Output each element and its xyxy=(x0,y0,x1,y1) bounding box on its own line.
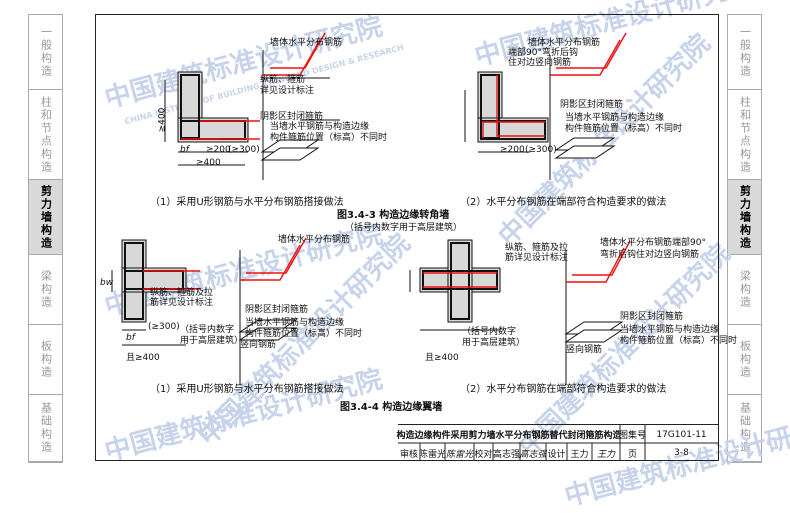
sidebar-tab[interactable]: 梁构造 xyxy=(728,255,761,325)
label-wall-rebar: 墙体水平分布钢筋端部90° xyxy=(600,238,706,248)
sidebar-tab-label: 板构造 xyxy=(39,340,53,379)
review-label: 审核 xyxy=(399,449,418,460)
label-note-line2: 构件箍筋位置（标高）不同时 xyxy=(270,133,388,143)
drawing-frame xyxy=(95,14,719,461)
sidebar-tab-label: 一般构造 xyxy=(738,26,752,78)
atlas-label: 图集号 xyxy=(619,431,647,441)
sidebar-tab[interactable]: 基础构造 xyxy=(29,395,62,462)
label-wall-rebar: 墙体水平分布钢筋 xyxy=(278,235,351,245)
page-label: 页 xyxy=(627,449,637,460)
label-vertical-rebar: 竖向钢筋 xyxy=(566,345,603,355)
label-note-line1: 当墙水平钢筋与构造边缘 xyxy=(270,122,370,132)
label-stirrup: 纵筋、箍筋及拉 xyxy=(505,243,569,253)
designer-name: 王力 xyxy=(570,449,589,460)
checker-signature: 高志强 xyxy=(519,449,547,460)
sidebar-tab-label: 板构造 xyxy=(738,340,752,379)
right-sidebar: 一般构造柱和节点构造剪力墙构造梁构造板构造基础构造 xyxy=(727,14,762,463)
dim-note: （括号内数字 xyxy=(180,325,235,335)
dim-bw: bw xyxy=(100,278,114,288)
label-vertical-rebar: 竖向钢筋 xyxy=(240,340,277,350)
sidebar-tab[interactable]: 一般构造 xyxy=(728,15,761,90)
dim-note-2: 用于高层建筑） xyxy=(462,338,526,348)
checker-name: 高志强 xyxy=(493,449,521,460)
dim-ge400-h: ≥400 xyxy=(196,158,221,168)
label-shadow-stirrup: 阴影区封闭箍筋 xyxy=(620,312,684,322)
page-number: 3-8 xyxy=(674,448,689,458)
label-shadow-stirrup: 阴影区封闭箍筋 xyxy=(560,100,624,110)
sidebar-tab[interactable]: 剪力墙构造 xyxy=(29,180,62,255)
sidebar-tab[interactable]: 板构造 xyxy=(29,325,62,395)
dim-ge300: (≥300) xyxy=(228,145,260,155)
dim-ge400-v: ≥400 xyxy=(157,107,168,133)
drawing-lines xyxy=(111,32,718,461)
sidebar-tab[interactable]: 一般构造 xyxy=(29,15,62,90)
dim-note: （括号内数字 xyxy=(462,327,517,337)
atlas-number: 17G101-11 xyxy=(656,429,707,440)
sidebar-tab-label: 基础构造 xyxy=(39,402,53,454)
dim-bf: bf xyxy=(126,333,135,343)
reviewer-name: 陈雷光 xyxy=(419,449,447,460)
sidebar-tab-label: 梁构造 xyxy=(39,270,53,309)
sidebar-tab-label: 柱和节点构造 xyxy=(39,95,53,174)
dim-note-2: 用于高层建筑） xyxy=(180,336,244,346)
label-note-line1: 当墙水平钢筋与构造边缘 xyxy=(620,325,720,335)
label-note-line2: 构件箍筋位置（标高）不同时 xyxy=(565,124,683,134)
label-end90-b: 弯折后钩住对边竖向钢筋 xyxy=(600,250,700,260)
figure-3-note: （括号内数字用于高层建筑） xyxy=(345,223,463,233)
designer-signature: 王力 xyxy=(596,449,615,460)
label-note-line1: 当墙水平钢筋与构造边缘 xyxy=(565,113,665,123)
label-note-line2: 构件箍筋位置（标高）不同时 xyxy=(620,336,738,346)
label-note-line1: 当墙水平钢筋与构造边缘 xyxy=(245,318,345,328)
sidebar-tab-label: 剪力墙构造 xyxy=(39,184,53,250)
sidebar-tab[interactable]: 柱和节点构造 xyxy=(29,90,62,180)
design-label: 设计 xyxy=(547,449,566,460)
sidebar-tab-label: 基础构造 xyxy=(738,402,752,454)
dim-bf: bf xyxy=(180,145,189,155)
label-stirrup: 纵筋、箍筋及拉 xyxy=(150,288,214,298)
label-stirrup-detail: 筋详见设计标注 xyxy=(150,298,214,308)
dim-ge400: 且≥400 xyxy=(425,353,459,363)
caption-3-1: （1）采用U形钢筋与水平分布钢筋搭接做法 xyxy=(150,197,344,208)
caption-4-1: （1）采用U形钢筋与水平分布钢筋搭接做法 xyxy=(150,384,344,395)
dim-ge300: (≥300) xyxy=(525,145,557,155)
label-wall-rebar: 墙体水平分布钢筋 xyxy=(270,38,343,48)
dim-ge400: 且≥400 xyxy=(126,353,160,363)
dim-ge300: (≥300) xyxy=(148,322,180,332)
left-sidebar: 一般构造柱和节点构造剪力墙构造梁构造板构造基础构造 xyxy=(28,14,63,463)
caption-4-2: （2）水平分布钢筋在端部符合构造要求的做法 xyxy=(460,384,667,395)
label-shadow-stirrup: 阴影区封闭箍筋 xyxy=(260,112,324,122)
dim-ge200: ≥200 xyxy=(500,145,525,155)
sidebar-tab-label: 柱和节点构造 xyxy=(738,95,752,174)
sidebar-tab[interactable]: 剪力墙构造 xyxy=(728,180,761,255)
label-shadow-stirrup: 阴影区封闭箍筋 xyxy=(245,305,309,315)
sidebar-tab[interactable]: 基础构造 xyxy=(728,395,761,462)
label-stirrup-detail: 筋详见设计标注 xyxy=(505,253,569,263)
drawing-title: 构造边缘构件采用剪力墙水平分布钢筋替代封闭箍筋构造 xyxy=(396,431,622,441)
sidebar-tab[interactable]: 梁构造 xyxy=(29,255,62,325)
sidebar-tab-label: 一般构造 xyxy=(39,26,53,78)
label-stirrup-detail: 详见设计标注 xyxy=(260,86,315,96)
sidebar-tab-label: 剪力墙构造 xyxy=(738,184,752,250)
title-block: 构造边缘构件采用剪力墙水平分布钢筋替代封闭箍筋构造 图集号 17G101-11 … xyxy=(396,424,718,462)
sidebar-tab[interactable]: 柱和节点构造 xyxy=(728,90,761,180)
figure-4-title: 图3.4-4 构造边缘翼墙 xyxy=(340,402,443,413)
label-wall-rebar: 墙体水平分布钢筋 xyxy=(528,38,601,48)
label-end90: 端部90°弯折后钩 xyxy=(508,48,578,58)
sidebar-tab[interactable]: 板构造 xyxy=(728,325,761,395)
dim-ge200: ≥200 xyxy=(206,145,231,155)
label-note-line2: 构件箍筋位置（标高）不同时 xyxy=(245,329,363,339)
label-end90-b: 住对边竖向钢筋 xyxy=(508,58,572,68)
check-label: 校对 xyxy=(474,449,493,460)
label-stirrup: 纵筋、箍筋 xyxy=(260,75,306,85)
caption-3-2: （2）水平分布钢筋在端部符合构造要求的做法 xyxy=(460,197,667,208)
sidebar-tab-label: 梁构造 xyxy=(738,270,752,309)
figure-3-title: 图3.4-3 构造边缘转角墙 xyxy=(337,210,450,221)
reviewer-signature: 陈雷光 xyxy=(445,449,473,460)
